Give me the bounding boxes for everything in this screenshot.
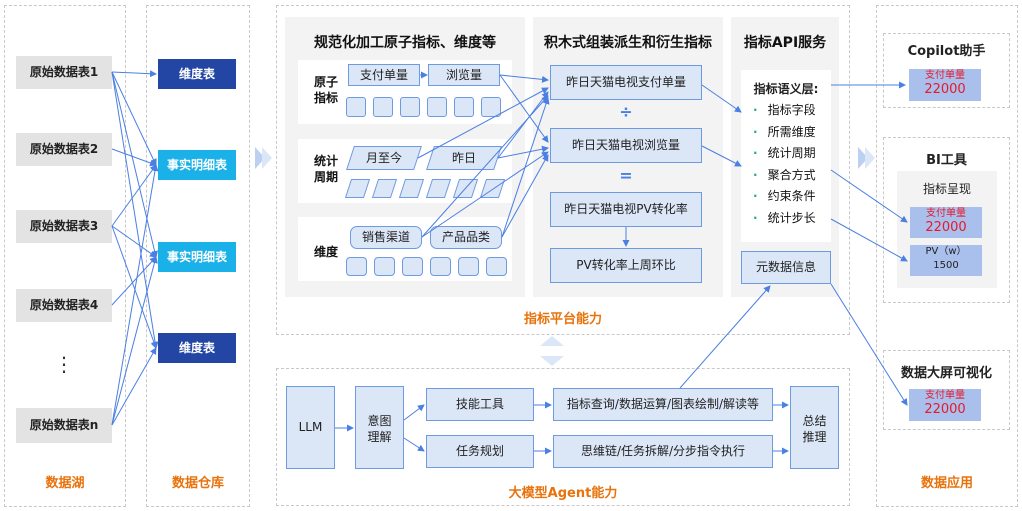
semantic-item: 约束条件 xyxy=(753,186,839,208)
raw-table-4: 原始数据表4 xyxy=(16,289,112,322)
metadata-box: 元数据信息 xyxy=(741,251,831,284)
bi-pv-kpi: PV（w） 1500 xyxy=(910,245,982,276)
semantic-item: 指标字段 xyxy=(753,100,839,122)
summary-label: 总结推理 xyxy=(802,414,827,444)
dimension-slot xyxy=(374,257,395,276)
atomic-panel-title: 规范化加工原子指标、维度等 xyxy=(314,35,496,51)
bigscreen-kpi: 支付单量 22000 xyxy=(909,389,981,421)
chevron-right-icon xyxy=(855,147,877,169)
semantic-item: 所需维度 xyxy=(753,122,839,144)
kpi-name: 支付单量 xyxy=(925,70,965,81)
copilot-card xyxy=(883,33,1010,108)
copilot-kpi: 支付单量 22000 xyxy=(909,69,981,101)
llm-box: LLM xyxy=(286,386,335,469)
dimension-slot xyxy=(486,257,507,276)
raw-table-1: 原始数据表1 xyxy=(16,56,112,89)
pv-name: PV（w） xyxy=(925,246,967,257)
data-lake-label: 数据湖 xyxy=(45,476,85,491)
copilot-title: Copilot助手 xyxy=(907,44,986,59)
atomic-slot xyxy=(346,97,366,117)
chip-product-category: 产品品类 xyxy=(430,226,502,249)
summary-box: 总结推理 xyxy=(790,386,839,469)
dimension-slot xyxy=(458,257,479,276)
fact-detail-table-1: 事实明细表 xyxy=(158,150,236,180)
chip-pay-orders: 支付单量 xyxy=(348,64,420,86)
derived-pv-conversion: 昨日天猫电视PV转化率 xyxy=(550,192,702,227)
kpi-value: 22000 xyxy=(925,220,967,235)
atomic-slot xyxy=(373,97,393,117)
intent-label: 意图理解 xyxy=(367,414,392,444)
atomic-slot xyxy=(481,97,501,117)
agent-panel xyxy=(276,368,850,506)
semantic-item: 统计步长 xyxy=(753,208,839,230)
pv-value: 1500 xyxy=(933,260,959,271)
equals-icon: = xyxy=(619,166,633,185)
derived-pay-orders: 昨日天猫电视支付单量 xyxy=(550,65,702,100)
intent-box: 意图理解 xyxy=(355,386,404,469)
divide-icon: ÷ xyxy=(619,102,633,121)
kpi-name: 支付单量 xyxy=(926,208,966,219)
bi-subtitle: 指标呈现 xyxy=(922,182,971,196)
data-warehouse-label: 数据仓库 xyxy=(171,476,224,491)
raw-table-ellipsis: ⋮ xyxy=(54,352,74,376)
task-plan-box: 任务规划 xyxy=(426,435,534,468)
bi-kpi: 支付单量 22000 xyxy=(910,207,982,238)
period-row-label: 统计周期 xyxy=(313,154,338,184)
agent-label: 大模型Agent能力 xyxy=(508,486,618,501)
skill-tool-box: 技能工具 xyxy=(426,388,534,421)
semantic-item: 统计周期 xyxy=(753,143,839,165)
platform-label: 指标平台能力 xyxy=(523,312,602,327)
kpi-name: 支付单量 xyxy=(925,390,965,401)
bigscreen-title: 数据大屏可视化 xyxy=(900,366,992,381)
dimension-row-label: 维度 xyxy=(313,245,338,259)
chip-yesterday: 昨日 xyxy=(451,151,476,165)
kpi-value: 22000 xyxy=(924,402,966,417)
derived-pv-wow: PV转化率上周环比 xyxy=(550,248,702,283)
kpi-value: 22000 xyxy=(924,82,966,97)
dimension-slot xyxy=(402,257,423,276)
api-panel-title: 指标API服务 xyxy=(743,35,827,51)
raw-table-n: 原始数据表n xyxy=(16,408,112,443)
atomic-slot xyxy=(454,97,474,117)
semantic-item: 聚合方式 xyxy=(753,165,839,187)
semantic-layer-list: 指标字段 所需维度 统计周期 聚合方式 约束条件 统计步长 xyxy=(753,100,839,229)
chevron-right-icon xyxy=(252,147,274,169)
raw-table-3: 原始数据表3 xyxy=(16,210,112,243)
fact-detail-table-2: 事实明细表 xyxy=(158,242,236,272)
semantic-layer-title: 指标语义层: xyxy=(753,82,819,96)
atomic-slot xyxy=(400,97,420,117)
chip-month-to-date: 月至今 xyxy=(365,151,402,165)
derived-pageviews: 昨日天猫电视浏览量 xyxy=(550,128,702,163)
chain-box: 思维链/任务拆解/分步指令执行 xyxy=(553,435,773,468)
chip-sales-channel: 销售渠道 xyxy=(350,226,422,249)
raw-table-2: 原始数据表2 xyxy=(16,133,112,166)
apps-label: 数据应用 xyxy=(920,476,973,491)
chevron-up-down-icon xyxy=(540,336,564,366)
atomic-row-label: 原子指标 xyxy=(313,75,338,105)
dimension-slot xyxy=(346,257,367,276)
bi-title: BI工具 xyxy=(926,153,967,168)
derived-panel-title: 积木式组装派生和衍生指标 xyxy=(544,35,712,51)
chip-pageviews: 浏览量 xyxy=(428,64,500,86)
dimension-slot xyxy=(430,257,451,276)
dimension-table-1: 维度表 xyxy=(158,59,236,89)
ops-box: 指标查询/数据运算/图表绘制/解读等 xyxy=(553,388,773,421)
atomic-slot xyxy=(427,97,447,117)
dimension-table-2: 维度表 xyxy=(158,333,236,363)
